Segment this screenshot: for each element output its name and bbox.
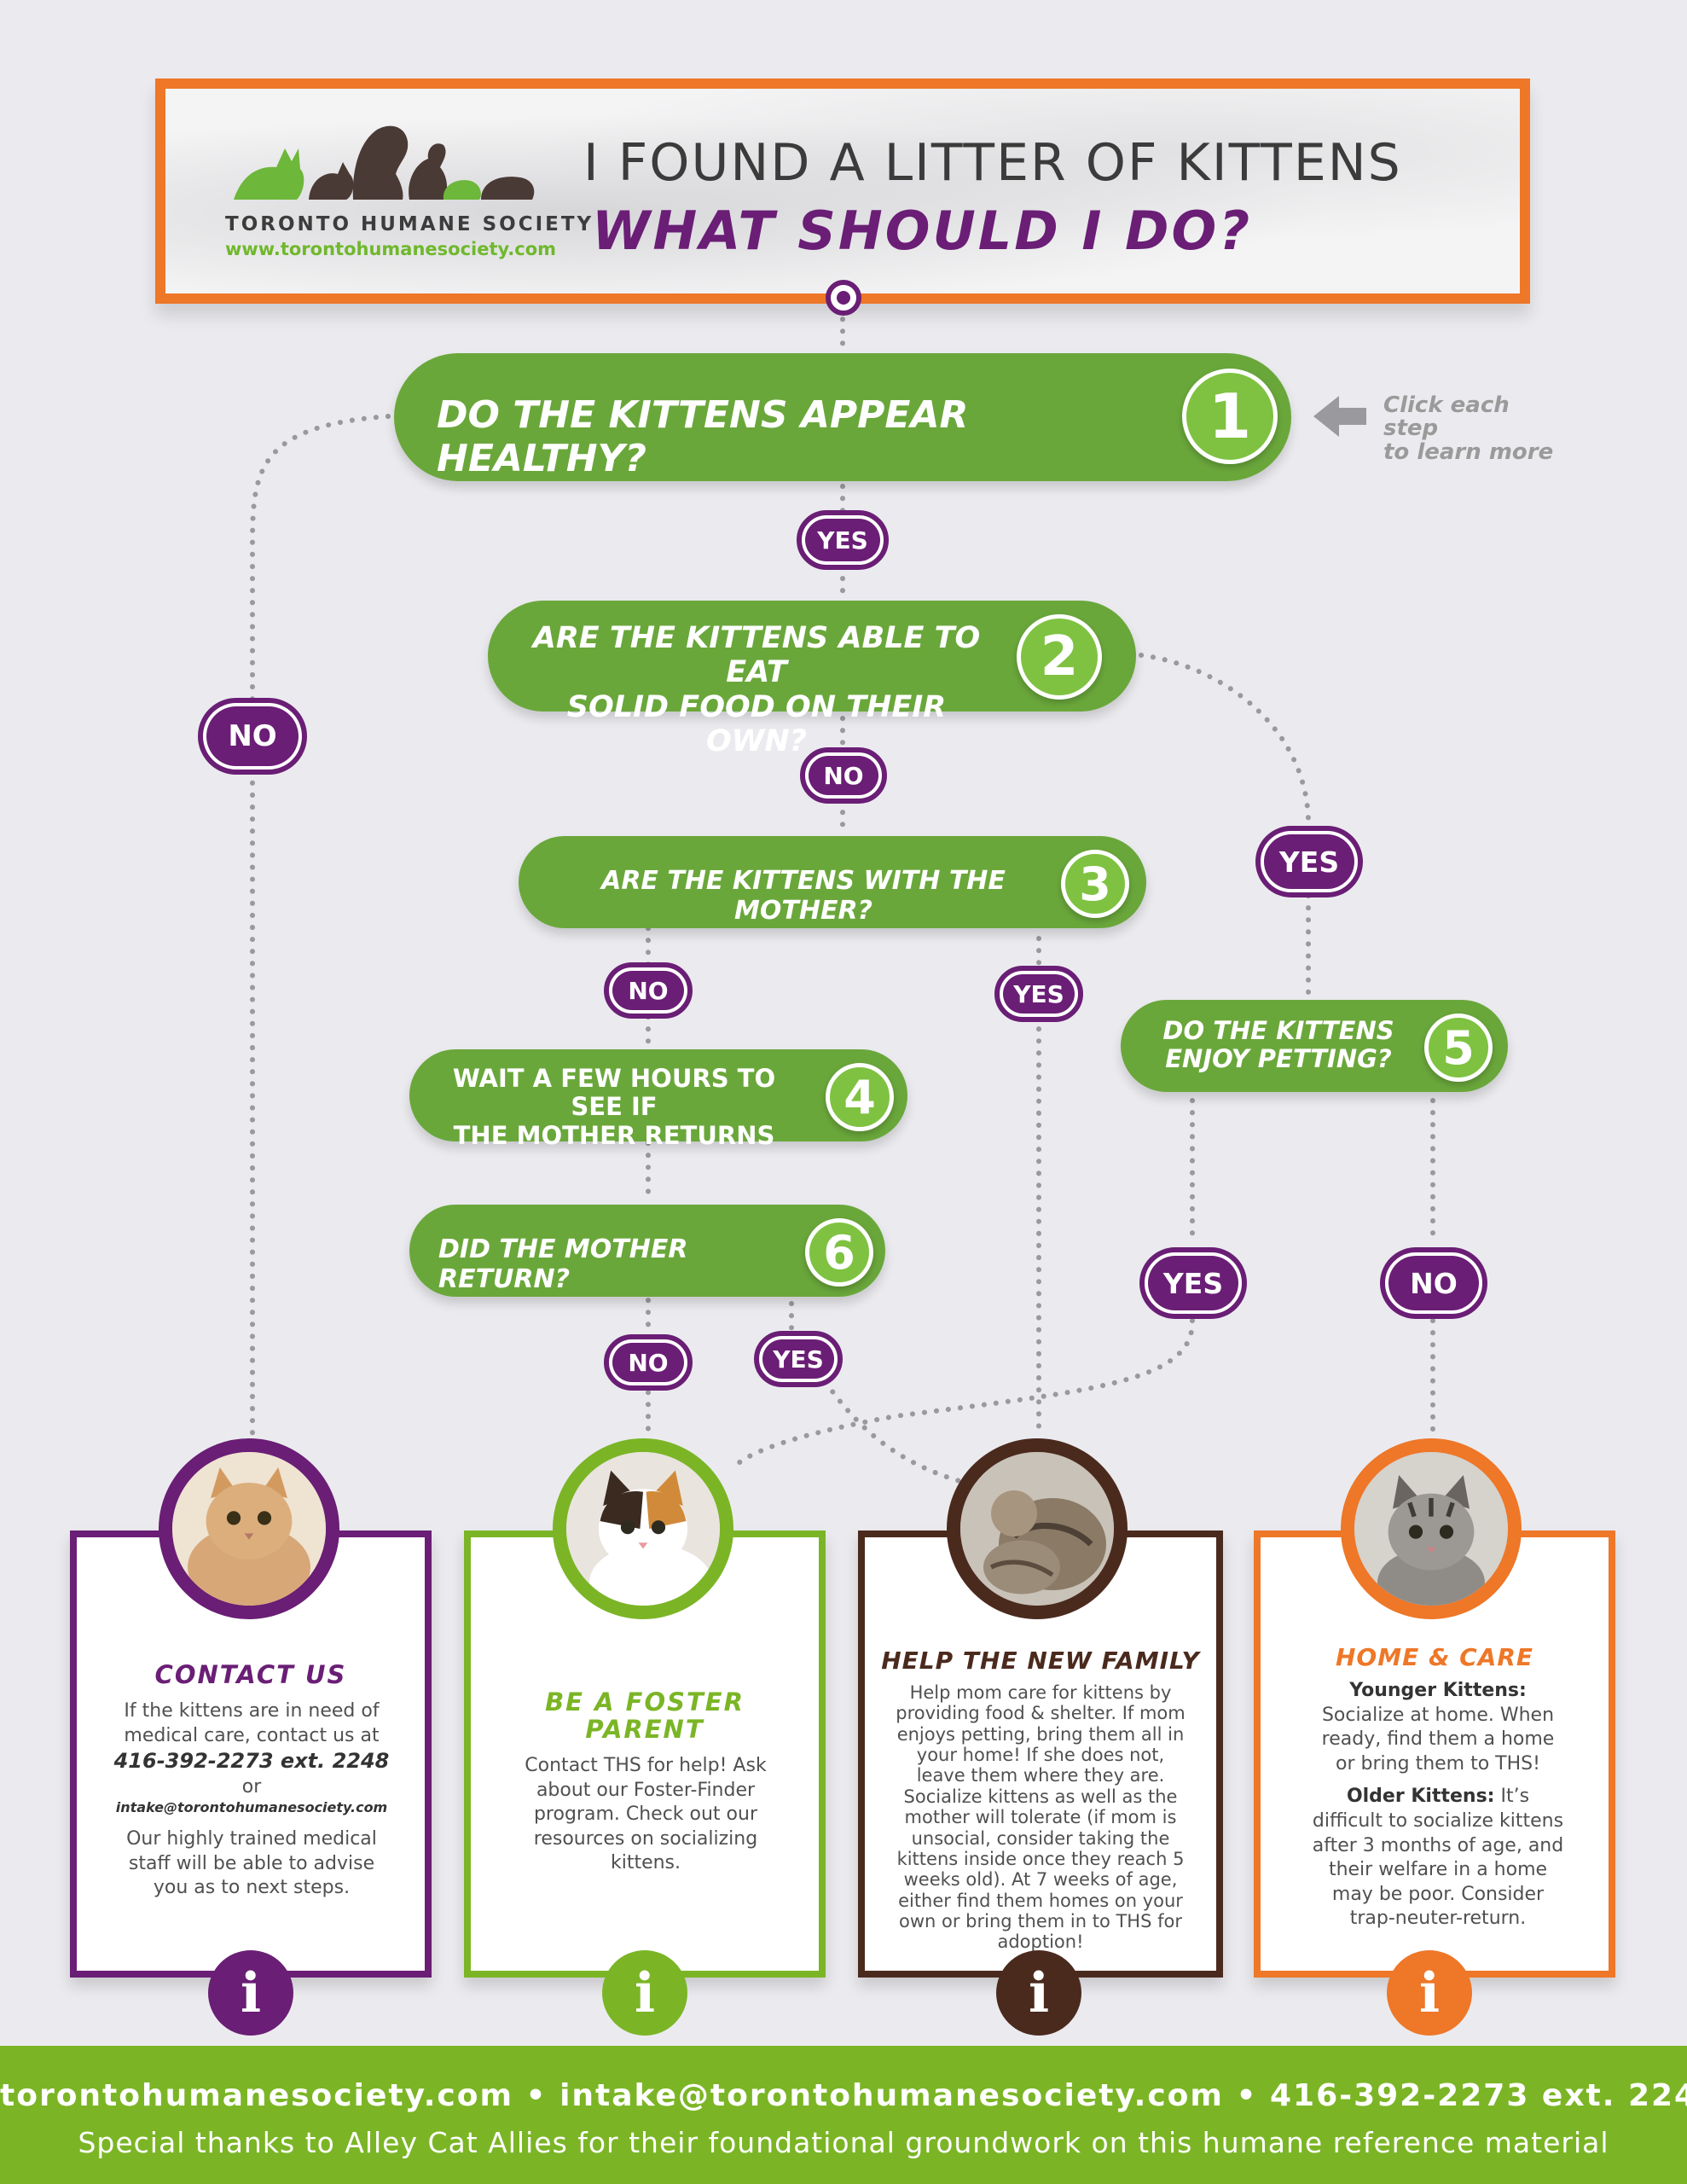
page-title: I FOUND A LITTER OF KITTENS (583, 133, 1402, 193)
step-3-pill[interactable]: ARE THE KITTENS WITH THE MOTHER? 3 (519, 836, 1146, 928)
phone-number[interactable]: 416-392-2273 ext. 2248 (113, 1749, 390, 1774)
cat-photo-icon (172, 1452, 326, 1606)
info-icon[interactable]: i (602, 1950, 687, 2036)
card-title-line-2: PARENT (585, 1714, 704, 1744)
info-icon[interactable]: i (996, 1950, 1081, 2036)
older-label: Older Kittens: (1346, 1786, 1495, 1808)
no-badge-step1: NO (198, 698, 307, 775)
step-5-pill[interactable]: DO THE KITTENS ENJOY PETTING? 5 (1121, 1000, 1508, 1092)
card-body: If the kittens are in need of medical ca… (111, 1699, 392, 1909)
yes-label: YES (1264, 834, 1354, 889)
yes-badge-step3: YES (994, 966, 1083, 1022)
no-label: NO (612, 971, 684, 1010)
card-title: BE A FOSTER PARENT (471, 1687, 819, 1744)
footer: torontohumanesociety.com • intake@toront… (0, 2046, 1687, 2184)
step-1-number: 1 (1182, 369, 1278, 464)
no-label: NO (612, 1343, 684, 1382)
yes-badge-step6: YES (754, 1331, 843, 1387)
yes-label: YES (805, 519, 880, 561)
kitten-photo-icon (566, 1452, 720, 1606)
cat-photo-home (1341, 1438, 1522, 1619)
step-4-number: 4 (826, 1063, 894, 1131)
step-6-number: 6 (805, 1218, 873, 1287)
hint-line-1: Click each step (1383, 392, 1510, 442)
step-4-line-2: THE MOTHER RETURNS (453, 1120, 775, 1150)
cat-photo-contact (159, 1438, 339, 1619)
older-text: It’s difficult to socialize kittens afte… (1312, 1786, 1564, 1930)
arrow-left-icon (1313, 396, 1366, 437)
cat-family-photo-icon (960, 1452, 1114, 1606)
tabby-kitten-photo-icon (1354, 1452, 1508, 1606)
card-body: Help mom care for kittens by providing f… (896, 1682, 1186, 1953)
card-title: HELP THE NEW FAMILY (881, 1647, 1200, 1675)
cat-photo-family (947, 1438, 1128, 1619)
step-6-pill[interactable]: DID THE MOTHER RETURN? 6 (409, 1205, 885, 1297)
step-2-line-2: SOLID FOOD ON THEIR OWN? (566, 689, 947, 758)
no-label: NO (1388, 1256, 1479, 1310)
card-body: Younger Kittens: Socialize at home. When… (1310, 1679, 1566, 1940)
hint-line-2: to learn more (1383, 439, 1554, 465)
footer-contact-line[interactable]: torontohumanesociety.com • intake@toront… (0, 2078, 1687, 2113)
step-3-question: ARE THE KITTENS WITH THE MOTHER? (601, 866, 1006, 926)
yes-label: YES (1148, 1256, 1238, 1310)
email-link[interactable]: intake@torontohumanesociety.com (115, 1799, 388, 1816)
step-1-pill[interactable]: DO THE KITTENS APPEAR HEALTHY? 1 (394, 353, 1291, 481)
info-icon[interactable]: i (208, 1950, 293, 2036)
step-5-question: DO THE KITTENS ENJOY PETTING? (1146, 1016, 1411, 1074)
no-badge-step2: NO (800, 747, 887, 804)
step-2-question: ARE THE KITTENS ABLE TO EAT SOLID FOOD O… (513, 621, 1000, 758)
younger-text: Socialize at home. When ready, find them… (1321, 1704, 1555, 1774)
yes-badge-step5: YES (1139, 1247, 1247, 1319)
yes-label: YES (762, 1339, 834, 1379)
card-title-line-1: BE A FOSTER (545, 1687, 745, 1716)
step-3-number: 3 (1061, 850, 1129, 918)
card-text: If the kittens are in need of medical ca… (124, 1700, 380, 1746)
step-2-line-1: ARE THE KITTENS ABLE TO EAT (532, 621, 981, 690)
no-badge-step5: NO (1380, 1247, 1487, 1319)
header-banner: TORONTO HUMANE SOCIETY www.torontohumane… (155, 78, 1530, 304)
start-node-icon (826, 280, 861, 316)
card-title: CONTACT US (154, 1660, 347, 1689)
step-6-question: DID THE MOTHER RETURN? (438, 1234, 688, 1294)
hint-text: Click each step to learn more (1383, 392, 1571, 465)
step-5-line-1: DO THE KITTENS (1162, 1016, 1394, 1045)
no-badge-step6: NO (604, 1334, 693, 1391)
card-body: Contact THS for help! Ask about our Fost… (525, 1755, 767, 1874)
yes-label: YES (1003, 974, 1075, 1014)
cat-photo-foster (553, 1438, 733, 1619)
step-5-line-2: ENJOY PETTING? (1165, 1044, 1392, 1074)
yes-badge-step2: YES (1255, 826, 1363, 897)
card-foster-parent[interactable]: BE A FOSTER PARENT Contact THS for help!… (464, 1531, 826, 1978)
or-text: or (241, 1775, 262, 1798)
no-badge-step3: NO (604, 962, 693, 1019)
no-label: NO (809, 756, 878, 795)
org-name: TORONTO HUMANE SOCIETY (225, 213, 594, 235)
animal-silhouettes-logo-icon (234, 125, 535, 200)
step-4-question: WAIT A FEW HOURS TO SEE IF THE MOTHER RE… (426, 1064, 802, 1150)
info-icon[interactable]: i (1387, 1950, 1472, 2036)
card-title: HOME & CARE (1335, 1643, 1534, 1671)
step-4-pill[interactable]: WAIT A FEW HOURS TO SEE IF THE MOTHER RE… (409, 1049, 907, 1150)
step-4-line-1: WAIT A FEW HOURS TO SEE IF (452, 1064, 776, 1122)
org-url-link[interactable]: www.torontohumanesociety.com (225, 239, 556, 259)
footer-credits: Special thanks to Alley Cat Allies for t… (78, 2126, 1609, 2159)
card-text-2: Our highly trained medical staff will be… (126, 1828, 377, 1899)
step-2-pill[interactable]: ARE THE KITTENS ABLE TO EAT SOLID FOOD O… (488, 601, 1136, 758)
step-2-number: 2 (1017, 614, 1102, 700)
step-1-question: DO THE KITTENS APPEAR HEALTHY? (437, 393, 969, 480)
page-subtitle: WHAT SHOULD I DO? (592, 200, 1253, 262)
younger-label: Younger Kittens: (1349, 1680, 1527, 1701)
step-5-number: 5 (1424, 1014, 1493, 1082)
yes-badge-step1: YES (797, 510, 889, 570)
no-label: NO (206, 706, 299, 766)
